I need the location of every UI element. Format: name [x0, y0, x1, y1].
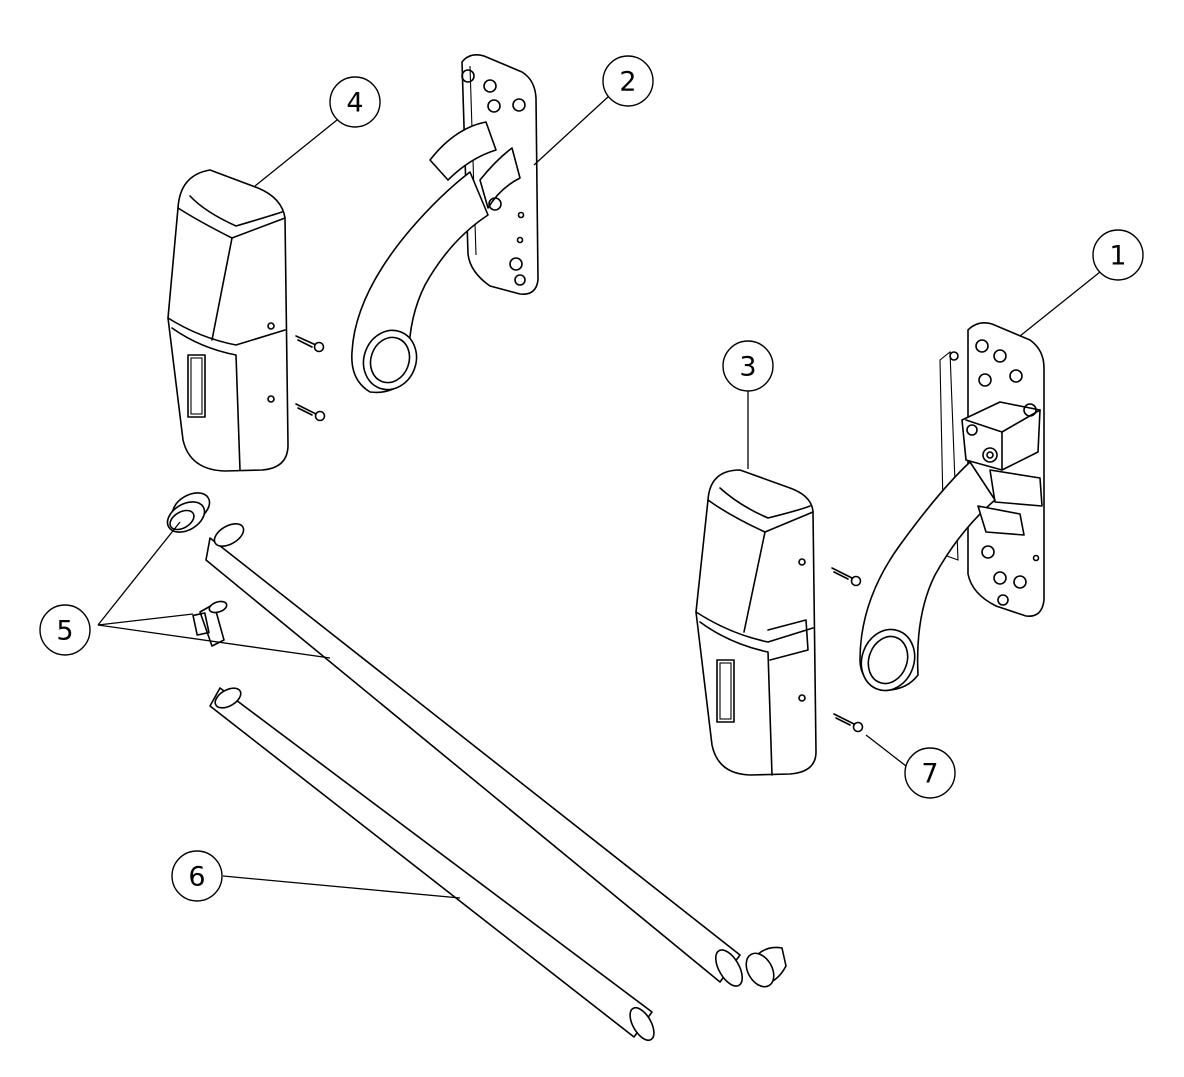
part-7-screws	[831, 567, 864, 733]
part-5-tube-assembly	[166, 492, 787, 988]
part-3-cover-housing	[695, 469, 817, 776]
callout-6-label: 6	[188, 862, 205, 893]
callout-5: 5	[39, 604, 91, 656]
callout-6: 6	[171, 850, 223, 902]
part-2-bracket-arm	[351, 54, 539, 394]
part-1-bracket-latch	[859, 322, 1045, 692]
callout-3: 3	[722, 340, 774, 392]
callout-4-label: 4	[346, 88, 363, 119]
part-4-cover-housing	[167, 169, 289, 472]
callout-1-label: 1	[1109, 241, 1126, 272]
callout-2: 2	[602, 55, 654, 107]
callout-3-label: 3	[739, 352, 756, 383]
callout-4: 4	[329, 76, 381, 128]
callout-7-label: 7	[921, 759, 938, 790]
callout-2-label: 2	[619, 67, 636, 98]
callout-1: 1	[1092, 229, 1144, 281]
callout-5-label: 5	[56, 616, 73, 647]
callout-7: 7	[904, 747, 956, 799]
leader-lines	[97, 95, 1101, 899]
part-6-tube	[209, 687, 655, 1042]
part-4-screws	[295, 335, 326, 422]
